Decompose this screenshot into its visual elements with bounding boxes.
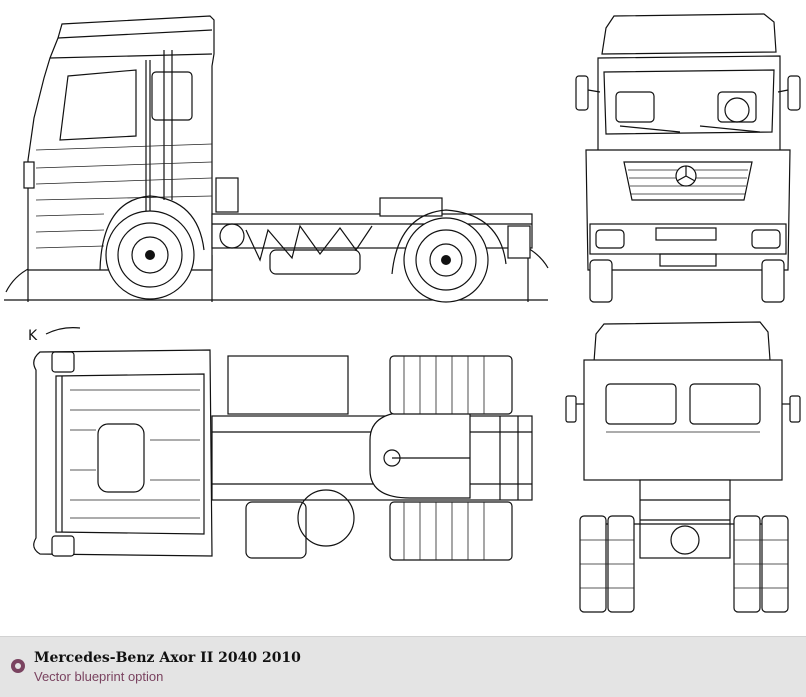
top-view: K: [28, 327, 533, 561]
caption-bar: Mercedes-Benz Axor II 2040 2010 Vector b…: [0, 636, 806, 697]
caption-subtitle[interactable]: Vector blueprint option: [34, 669, 164, 684]
rear-view: [565, 321, 801, 613]
corner-mark: K: [28, 328, 38, 344]
side-view: [4, 15, 549, 303]
truck-blueprint: K: [4, 13, 801, 613]
caption-title: Mercedes-Benz Axor II 2040 2010: [34, 650, 301, 666]
circle-bullet-icon: [11, 659, 25, 673]
front-view: [575, 13, 801, 303]
